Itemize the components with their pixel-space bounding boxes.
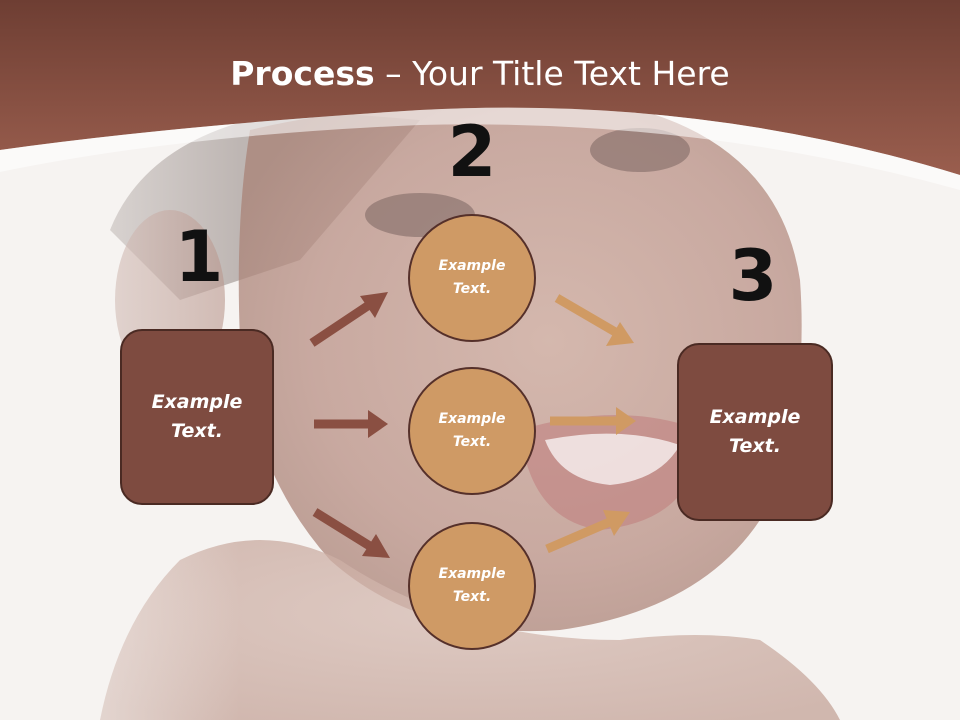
step-2-circle-3-text: Example Text. <box>438 566 506 605</box>
step-number-2: 2 <box>447 111 497 193</box>
step-number-3: 3 <box>728 235 778 317</box>
arrow-1-to-2b <box>314 410 388 438</box>
header-band <box>0 0 960 190</box>
arrow-1-to-2a <box>309 292 388 347</box>
step-3-box: Example Text. <box>677 343 833 521</box>
title-bold: Process <box>230 54 375 93</box>
step-1-text: Example Text. <box>151 391 243 442</box>
step-2-circle-2-text: Example Text. <box>438 411 506 450</box>
step-2-circle-1-text: Example Text. <box>438 258 506 297</box>
arrow-2b-to-3 <box>550 407 636 435</box>
step-3-text: Example Text. <box>709 406 801 457</box>
step-number-1: 1 <box>174 216 224 298</box>
arrow-2a-to-3 <box>554 294 634 346</box>
step-2-circle-2: Example Text. <box>408 367 536 495</box>
title-rest: – Your Title Text Here <box>374 54 730 93</box>
step-2-circle-1: Example Text. <box>408 214 536 342</box>
arrow-2c-to-3 <box>545 510 630 554</box>
arrow-1-to-2c <box>312 508 390 558</box>
slide-title: Process – Your Title Text Here <box>0 52 960 96</box>
step-1-box: Example Text. <box>120 329 274 505</box>
step-2-circle-3: Example Text. <box>408 522 536 650</box>
